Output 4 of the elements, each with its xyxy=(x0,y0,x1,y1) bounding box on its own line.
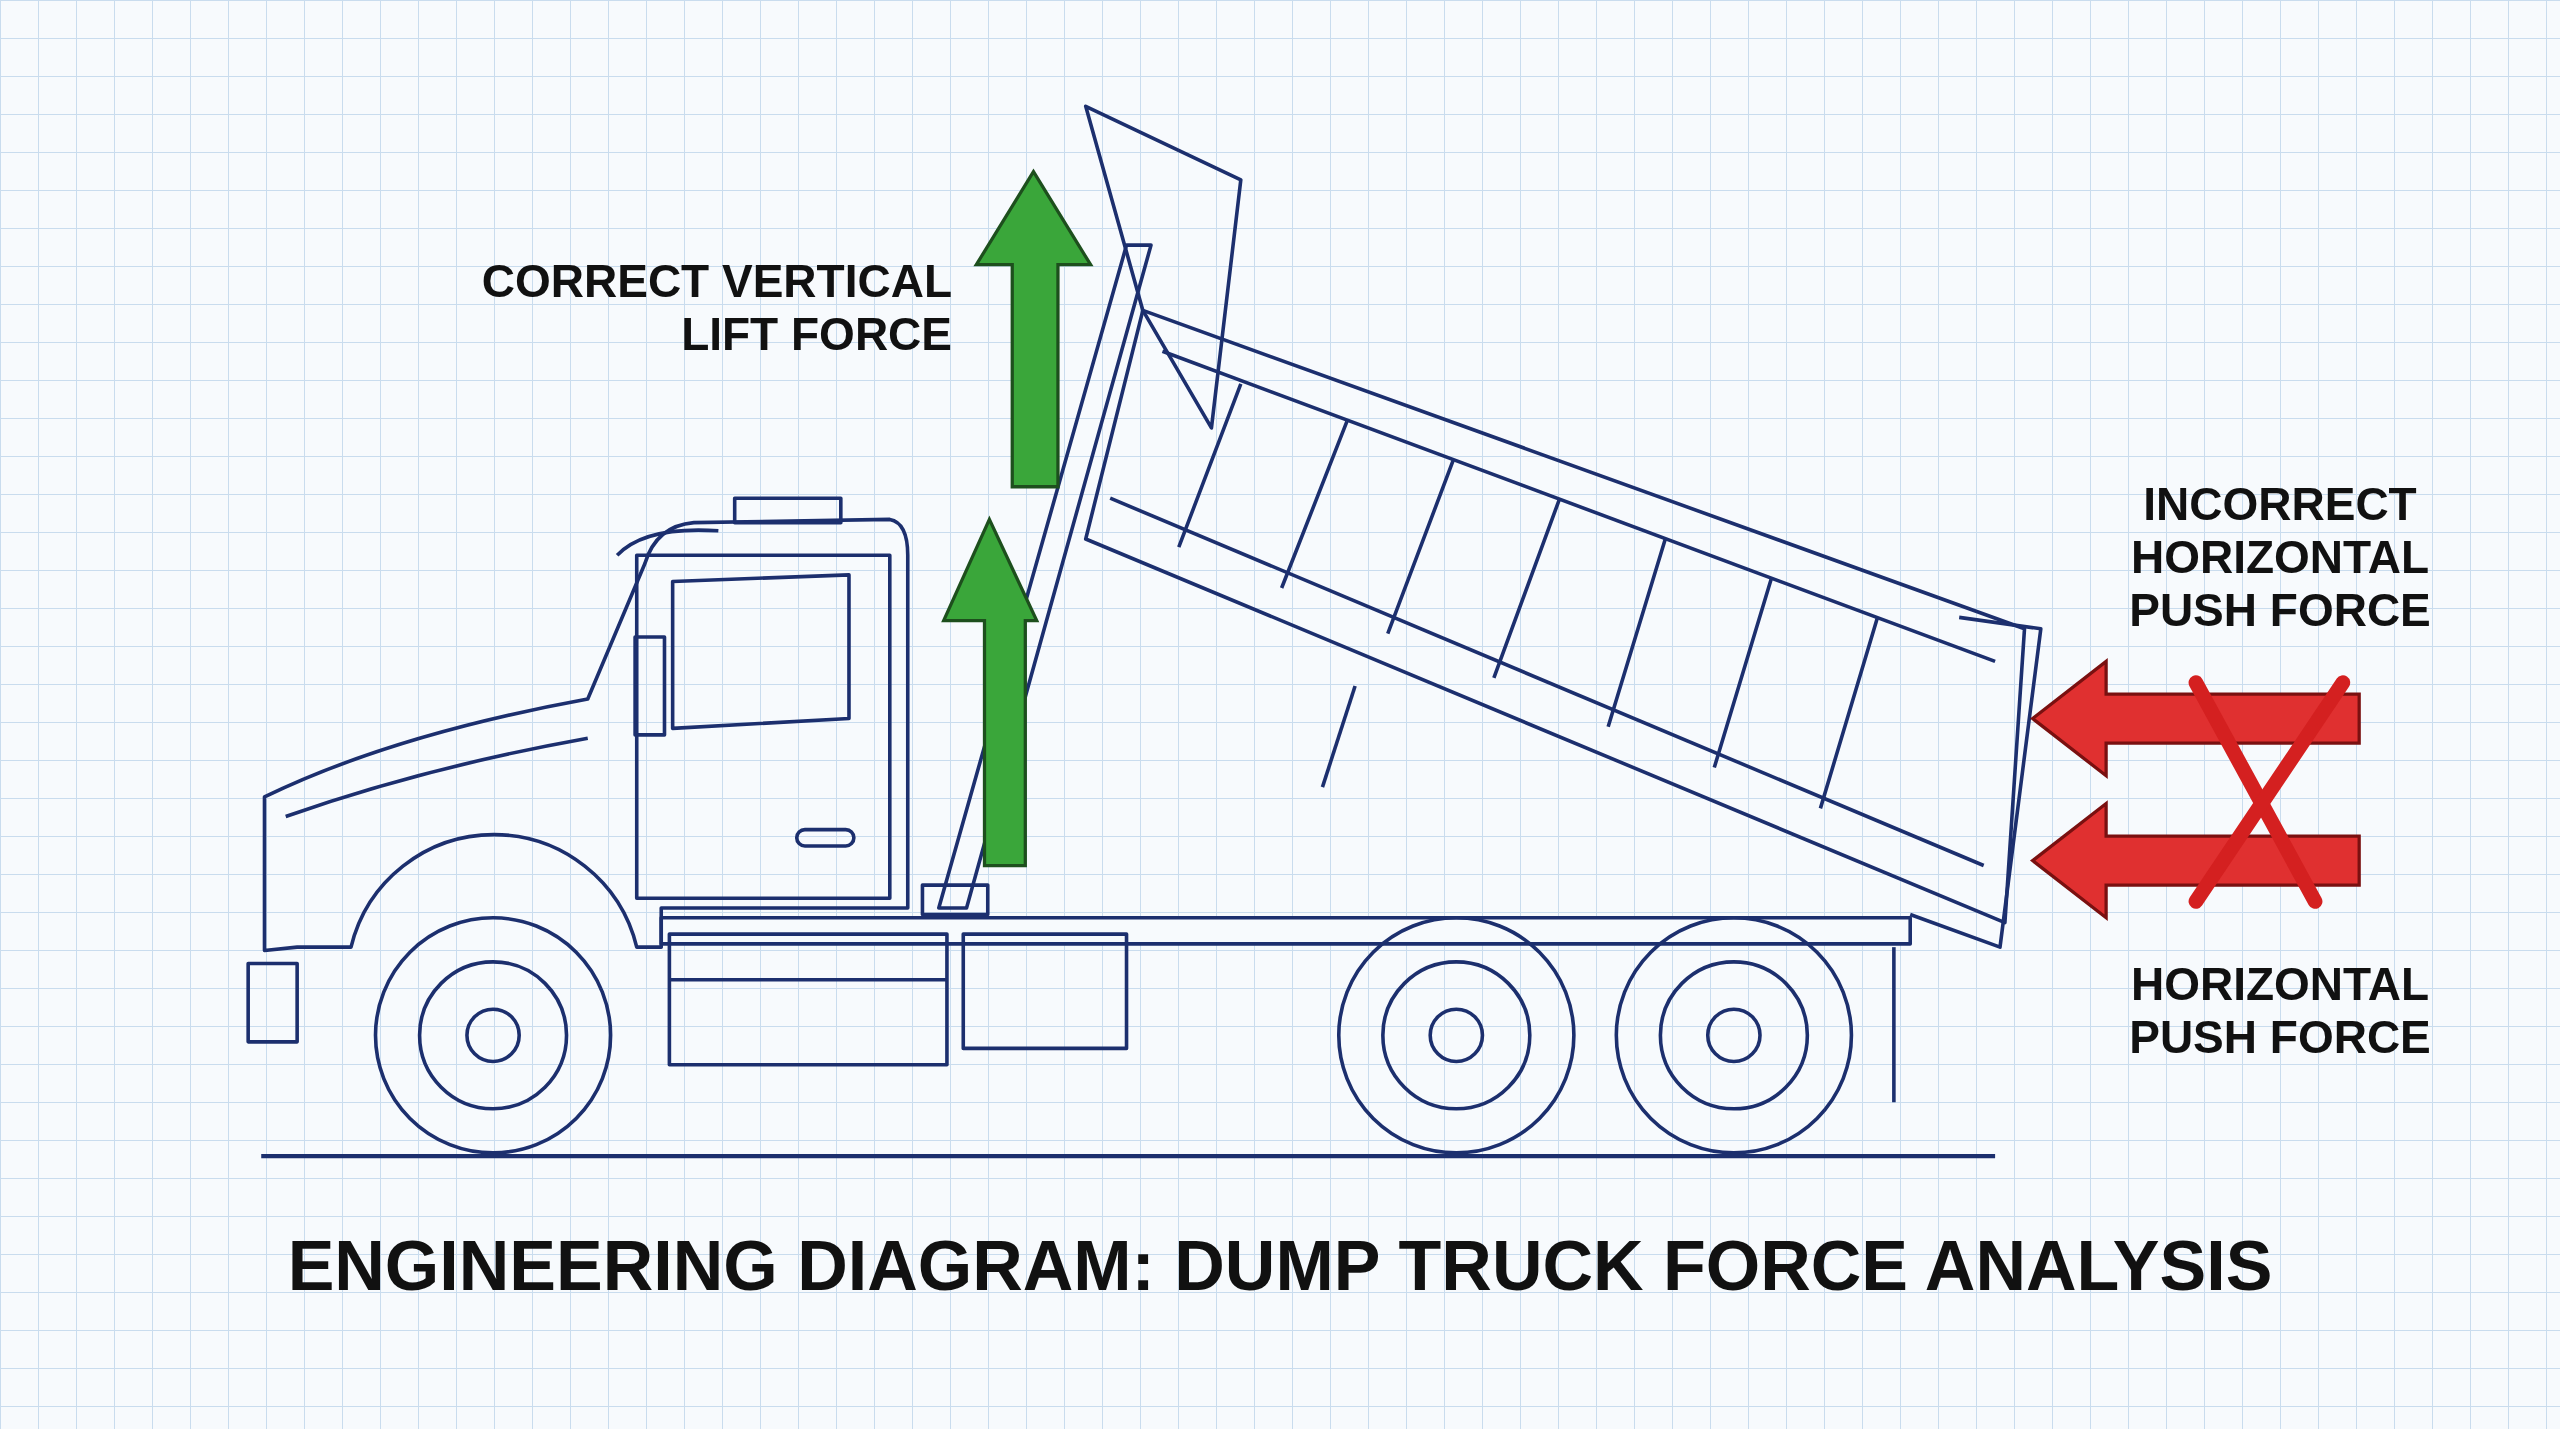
force-label: INCORRECT HORIZONTAL PUSH FORCE xyxy=(2128,478,2432,637)
force-label: HORIZONTAL PUSH FORCE xyxy=(2128,958,2432,1064)
diagram-title: ENGINEERING DIAGRAM: DUMP TRUCK FORCE ANALYSIS xyxy=(286,1226,2274,1307)
force-label: CORRECT VERTICAL LIFT FORCE xyxy=(480,255,952,361)
